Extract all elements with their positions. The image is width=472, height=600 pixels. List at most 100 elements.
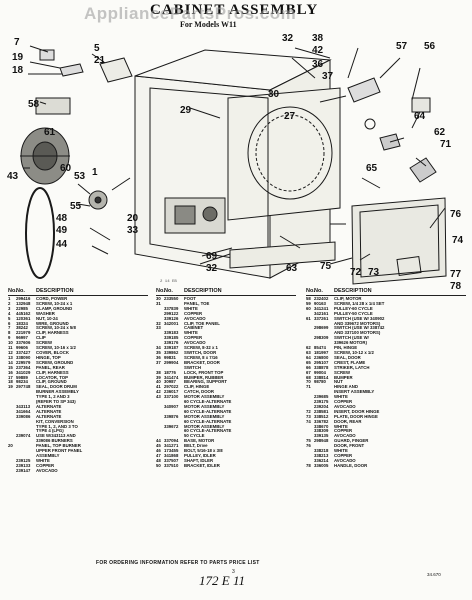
callout-63: 63 [286,263,298,274]
illus-number: 58 [306,297,311,301]
part-number: 99831 [164,355,176,360]
part-description: COPPER [36,463,55,468]
part-description: 60 CYCLE-ALTERNATE [184,409,232,414]
table-row: ASSEMBLY [8,454,148,459]
part-description: SCREW, 10-24 x 5/8 [36,326,76,331]
part-description: CLIP, GROUND [36,380,67,385]
part-description: COPPER [334,400,353,405]
part-number: 338218 [314,449,329,454]
part-description: PULLEY-60 CYCLE [334,306,373,311]
illus-number: 35 [156,350,161,355]
part-number: 341029 [16,370,31,375]
part-description: COPPER [184,336,203,341]
header-part: No. [16,288,25,294]
part-number: 90163 [314,301,326,306]
part-description: NUT, 10-24 [36,316,58,321]
illus-number: 59 [306,301,311,306]
part-number: 339672 [164,424,179,429]
table-row: UPPER FRONT PANEL [8,449,148,454]
callout-56: 56 [424,41,436,52]
callout-76: 76 [450,209,462,220]
callout-78: 78 [450,281,462,292]
part-description: CLIP, HARNESS [36,331,69,336]
part-number: 337510 [164,463,179,468]
illus-number: 71 [306,385,311,390]
callout-32: 32 [282,33,294,44]
part-description: SWITCH, DOOR [184,350,217,355]
header-no: No. [156,288,165,294]
illus-number: 62 [306,346,311,351]
part-description: ALTERNATE [36,409,62,414]
part-number: 338090 [16,355,31,360]
part-number: 337094 [164,439,179,444]
illus-number: 44 [156,439,161,444]
part-description: 60 CYCLE-ALTERNATE [184,400,232,405]
part-description: COPPER [334,454,353,458]
part-number: 338670 [314,424,329,429]
motor-bracket [35,97,71,115]
callout-27: 27 [284,111,296,122]
callout-30: 30 [268,89,280,100]
part-description: CLIP [36,336,46,341]
part-description: DOOR, REAR [334,419,362,424]
illus-number: 10 [8,341,13,346]
part-description: WHITE [184,331,198,336]
table-row: 338309 COPPER [306,429,466,434]
part-number: 239175 [314,400,329,405]
callout-43: 43 [7,171,19,182]
part-number: 336005 [314,463,329,468]
part-number: 30987 [164,380,176,385]
table-row: TYPE 1, 2, AND 3 TO [8,425,148,430]
part-description: WIRE, GROUND [36,321,69,326]
table-row: 60 CYCLE-ALTERNATE [156,429,296,434]
part-number: 338309 [314,429,329,434]
illus-number: 31 [156,301,161,306]
illus-number: 48 [156,458,161,463]
illus-number: 65 [306,360,311,365]
part-description: BOLT, 5/16-18 x 3/8 [184,449,223,454]
part-description: COPPER [334,429,353,434]
part-description: FOOT [184,297,196,301]
part-number: 181997 [314,350,329,355]
part-number: 239074 [16,434,31,439]
hinge-plate [396,255,422,277]
illus-number: 7 [8,326,11,331]
illus-number: 50 [156,463,161,468]
part-number: 221979 [16,331,31,336]
part-description: UPPER FRONT PANEL [36,449,83,454]
part-description: 60 CYCLE-ALTERNATE [184,419,232,424]
header-no: No. [306,288,315,294]
part-number: 339185 [164,336,179,341]
table-row: TYPE 4 (LPG) [8,429,148,434]
illus-number: 39 [156,375,161,380]
part-number: 297748 [16,385,31,390]
table-row: 71 HINGE AND [306,385,466,390]
illus-number: 8 [8,331,11,336]
part-description: HINGE, TOP [36,355,61,360]
callout-77: 77 [450,269,462,280]
callout-5: 5 [94,43,100,54]
part-number: 233550 [164,297,179,301]
door-switch [347,77,381,103]
part-description: CABINET [184,326,204,331]
illus-number: 34 [156,346,161,351]
page-title: CABINET ASSEMBLY [150,2,319,18]
part-description: HINGE AND [334,385,358,390]
part-description: BEARING, SUPPORT [184,380,227,385]
part-description: SCREW [334,370,350,375]
table-row: AND 339672 MOTORS) [306,322,466,327]
